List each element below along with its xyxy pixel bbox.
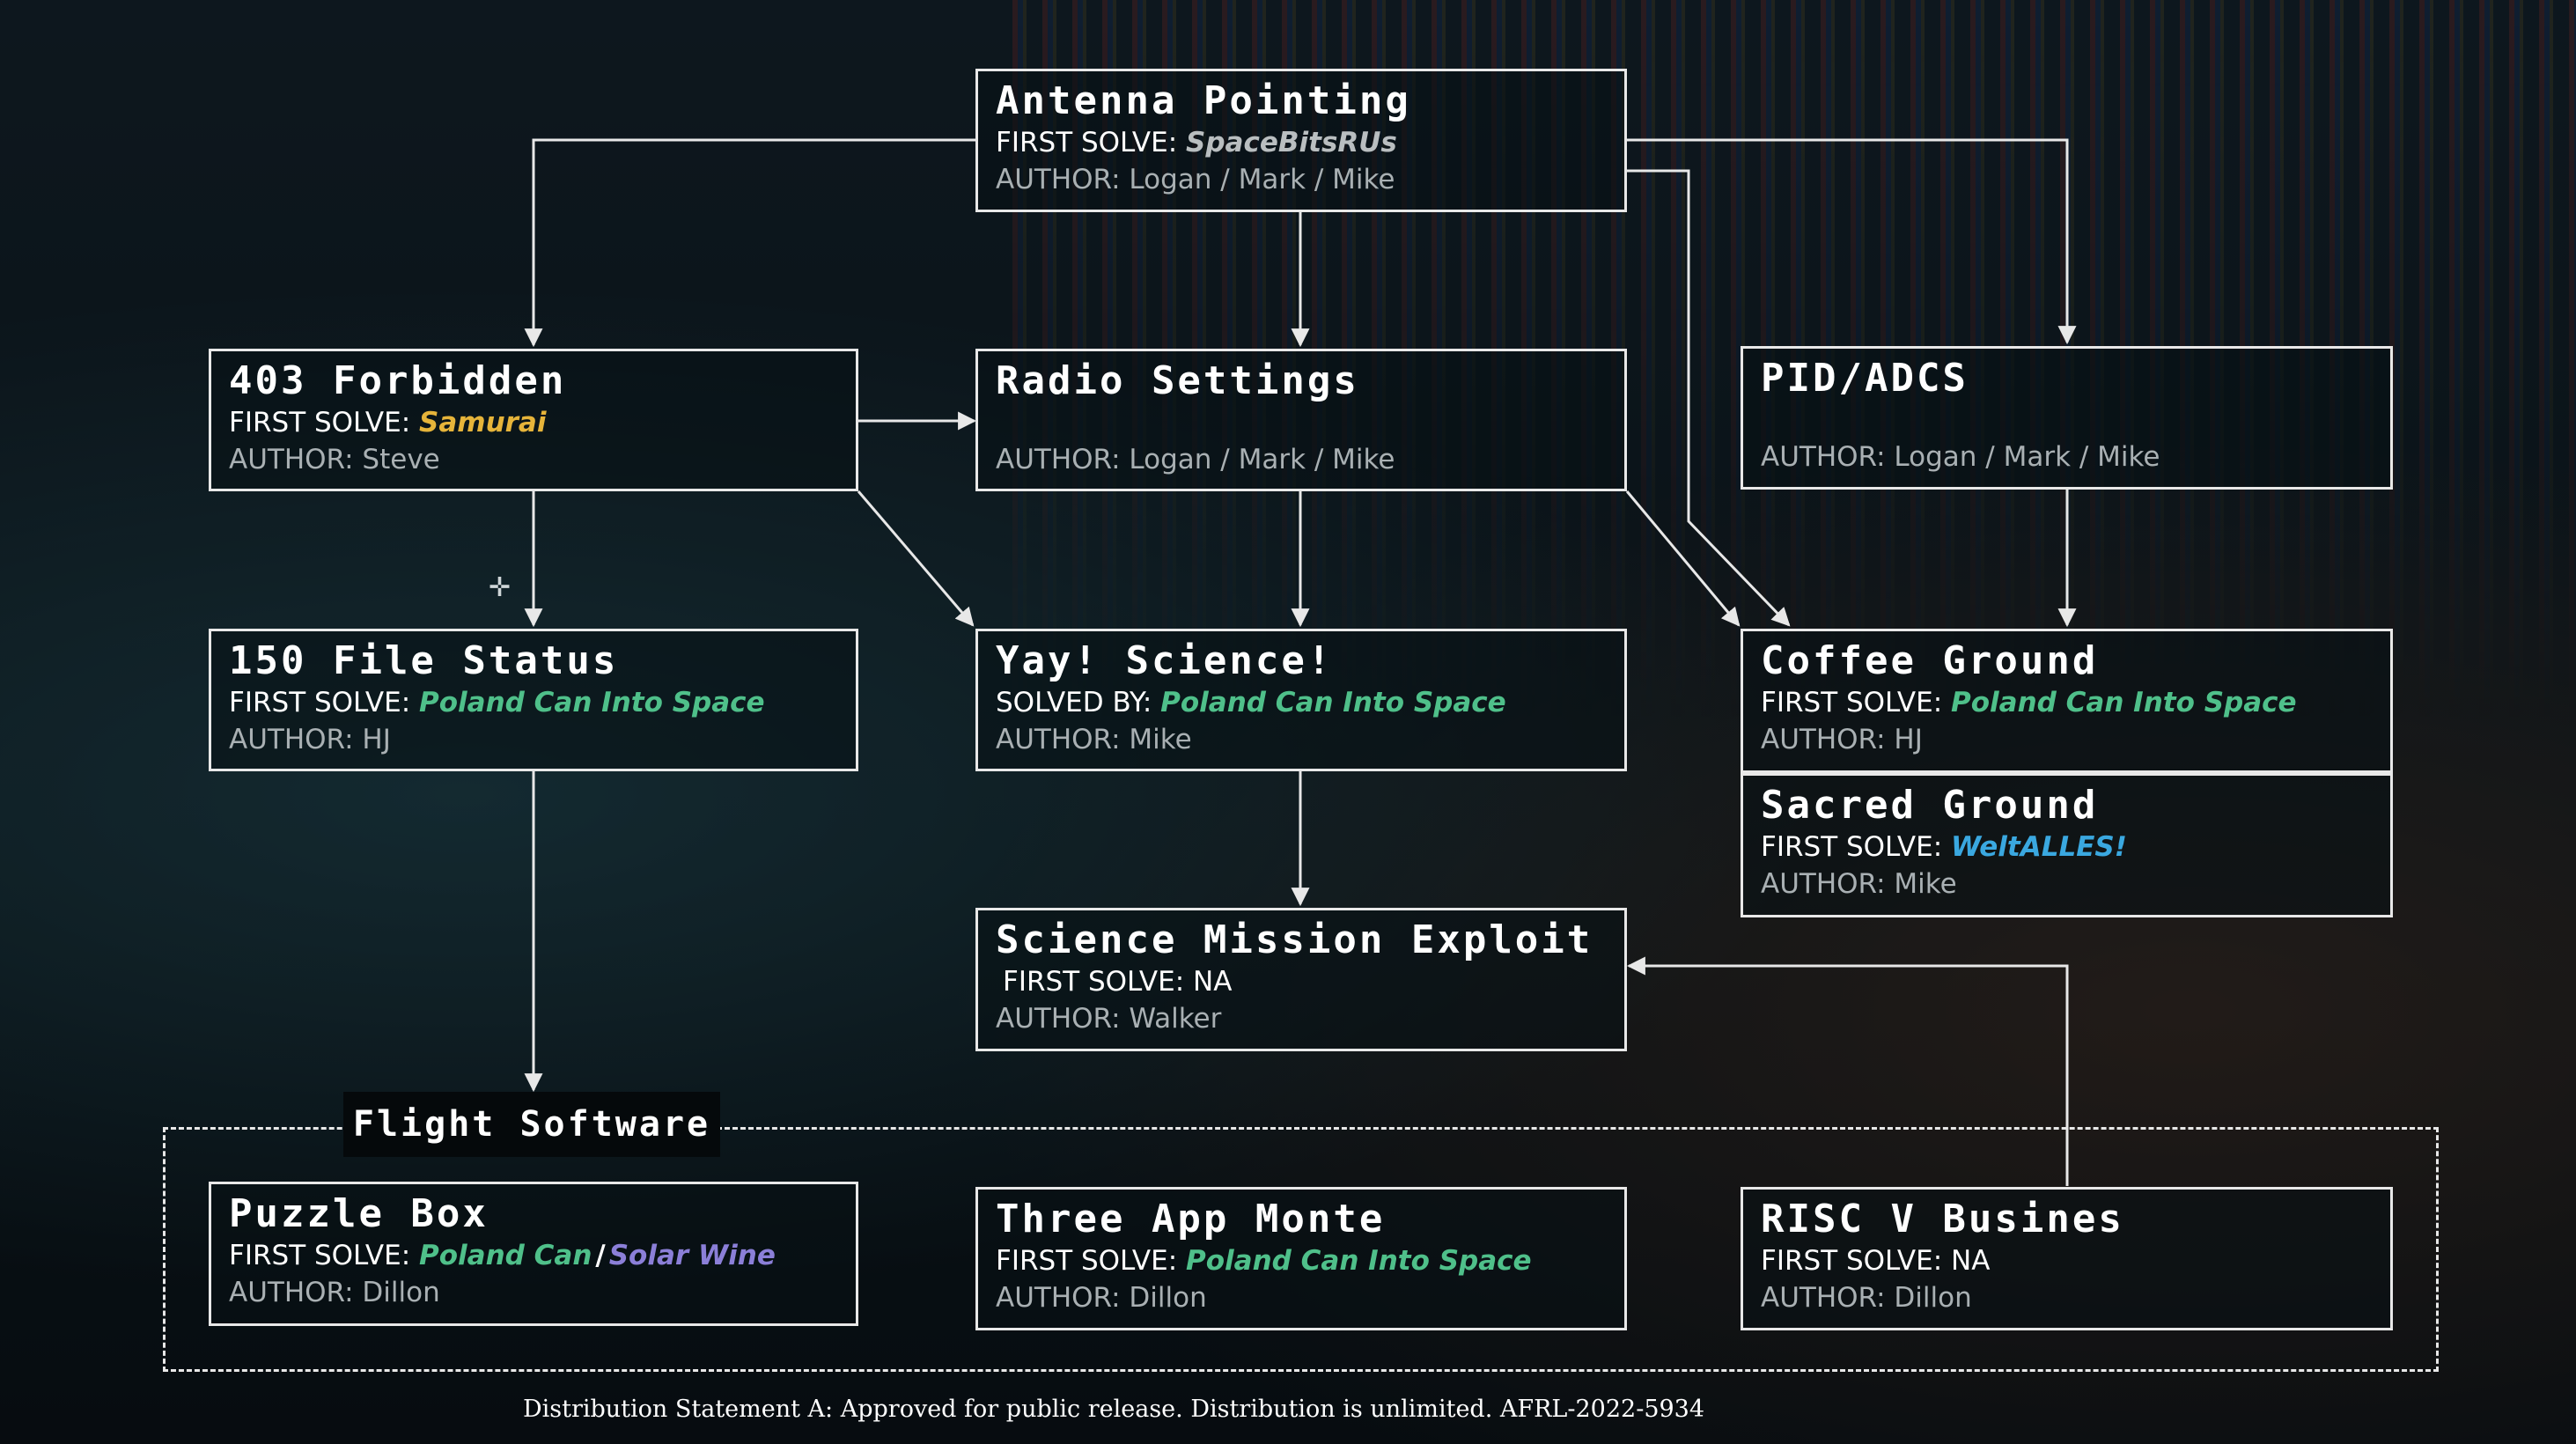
author-line: AUTHOR: Logan / Mark / Mike xyxy=(1761,441,2160,473)
first-solve-line: FIRST SOLVE: NA xyxy=(1003,966,1233,998)
first-solve-line: FIRST SOLVE: Poland Can/Solar Wine xyxy=(229,1237,838,1274)
solve-prefix: FIRST SOLVE: xyxy=(229,407,411,438)
node-radio-settings[interactable]: Radio Settings AUTHOR: Logan / Mark / Mi… xyxy=(975,349,1627,491)
node-sacred-ground[interactable]: Sacred Ground FIRST SOLVE: WeltALLES! AU… xyxy=(1741,773,2393,917)
first-solve-line: FIRST SOLVE: WeltALLES! xyxy=(1761,829,2373,866)
crosshair-cursor-icon: ✛ xyxy=(489,572,512,603)
author-line: AUTHOR: Dillon xyxy=(1761,1282,1972,1314)
first-solve-line-empty xyxy=(996,404,1607,441)
author-line: AUTHOR: Mike xyxy=(996,724,1192,755)
node-title: Coffee Ground xyxy=(1761,638,2099,683)
node-puzzle-box[interactable]: Puzzle Box FIRST SOLVE: Poland Can/Solar… xyxy=(209,1182,858,1326)
team-name: Poland Can xyxy=(419,1240,592,1271)
distribution-statement: Distribution Statement A: Approved for p… xyxy=(522,1396,1705,1423)
author-line: AUTHOR: HJ xyxy=(1761,724,1923,755)
node-title: RISC V Busines xyxy=(1761,1197,2124,1241)
team-name: Poland Can Into Space xyxy=(1186,1245,1532,1277)
arrow-antenna-to-forbidden xyxy=(524,138,975,348)
arrow-riscv-to-science xyxy=(1626,956,2069,1186)
team-name: Poland Can Into Space xyxy=(419,687,765,718)
solved-by-line: SOLVED BY: Poland Can Into Space xyxy=(996,684,1607,721)
author-line: AUTHOR: Logan / Mark / Mike xyxy=(996,444,1395,475)
author-line: AUTHOR: Logan / Mark / Mike xyxy=(996,164,1395,195)
author-line: AUTHOR: Mike xyxy=(1761,868,1957,900)
team-separator: / xyxy=(595,1240,606,1271)
arrow-radio-to-coffee xyxy=(1625,490,1741,627)
first-solve-line: FIRST SOLVE: Poland Can Into Space xyxy=(229,684,838,721)
arrow-antenna-to-pid xyxy=(1627,138,2077,345)
solve-prefix: FIRST SOLVE: xyxy=(229,1240,411,1271)
arrow-antenna-to-coffee xyxy=(1627,169,1791,627)
team-name-2: Solar Wine xyxy=(608,1240,776,1271)
node-title: Science Mission Exploit xyxy=(996,917,1593,962)
node-antenna-pointing[interactable]: Antenna Pointing FIRST SOLVE: SpaceBitsR… xyxy=(975,69,1627,212)
node-science-mission-exploit[interactable]: Science Mission Exploit FIRST SOLVE: NA … xyxy=(975,908,1627,1051)
node-title: PID/ADCS xyxy=(1761,356,1969,401)
node-title: 150 File Status xyxy=(229,638,619,683)
author-line: AUTHOR: Steve xyxy=(229,444,440,475)
solve-prefix: FIRST SOLVE: xyxy=(1761,687,1943,718)
solve-prefix: FIRST SOLVE: xyxy=(996,127,1178,158)
node-coffee-ground[interactable]: Coffee Ground FIRST SOLVE: Poland Can In… xyxy=(1741,629,2393,773)
solve-prefix: FIRST SOLVE: xyxy=(1761,831,1943,863)
team-name: WeltALLES! xyxy=(1951,831,2127,863)
first-solve-line: FIRST SOLVE: Poland Can Into Space xyxy=(996,1242,1607,1279)
node-three-app-monte[interactable]: Three App Monte FIRST SOLVE: Poland Can … xyxy=(975,1187,1627,1330)
node-title: Antenna Pointing xyxy=(996,78,1411,123)
author-line: AUTHOR: Dillon xyxy=(996,1282,1207,1314)
node-risc-v-busines[interactable]: RISC V Busines FIRST SOLVE: NA AUTHOR: D… xyxy=(1741,1187,2393,1330)
flight-software-group xyxy=(163,1127,2439,1372)
author-line: AUTHOR: Dillon xyxy=(229,1277,440,1308)
node-title: Yay! Science! xyxy=(996,638,1334,683)
node-403-forbidden[interactable]: 403 Forbidden FIRST SOLVE: Samurai AUTHO… xyxy=(209,349,858,491)
node-150-file-status[interactable]: 150 File Status FIRST SOLVE: Poland Can … xyxy=(209,629,858,771)
first-solve-line: FIRST SOLVE: Poland Can Into Space xyxy=(1761,684,2373,721)
node-title: 403 Forbidden xyxy=(229,358,567,403)
node-title: Radio Settings xyxy=(996,358,1359,403)
node-title: Puzzle Box xyxy=(229,1191,489,1236)
team-name: Poland Can Into Space xyxy=(1951,687,2297,718)
team-name: Poland Can Into Space xyxy=(1160,687,1506,718)
node-title: Sacred Ground xyxy=(1761,783,2099,828)
first-solve-line-empty xyxy=(1761,402,2373,438)
node-title: Three App Monte xyxy=(996,1197,1386,1241)
solve-prefix: SOLVED BY: xyxy=(996,687,1152,718)
team-name: SpaceBitsRUs xyxy=(1186,127,1397,158)
flight-software-label: Flight Software xyxy=(343,1092,720,1157)
author-line: AUTHOR: Walker xyxy=(996,1003,1222,1035)
first-solve-line: FIRST SOLVE: NA xyxy=(1761,1245,1991,1277)
node-yay-science[interactable]: Yay! Science! SOLVED BY: Poland Can Into… xyxy=(975,629,1627,771)
solve-prefix: FIRST SOLVE: xyxy=(229,687,411,718)
solve-prefix: FIRST SOLVE: xyxy=(996,1245,1178,1277)
team-name: Samurai xyxy=(419,407,547,438)
first-solve-line: FIRST SOLVE: SpaceBitsRUs xyxy=(996,124,1607,161)
author-line: AUTHOR: HJ xyxy=(229,724,391,755)
first-solve-line: FIRST SOLVE: Samurai xyxy=(229,404,838,441)
node-pid-adcs[interactable]: PID/ADCS AUTHOR: Logan / Mark / Mike xyxy=(1741,346,2393,490)
arrow-forbidden-to-yay xyxy=(857,490,975,627)
